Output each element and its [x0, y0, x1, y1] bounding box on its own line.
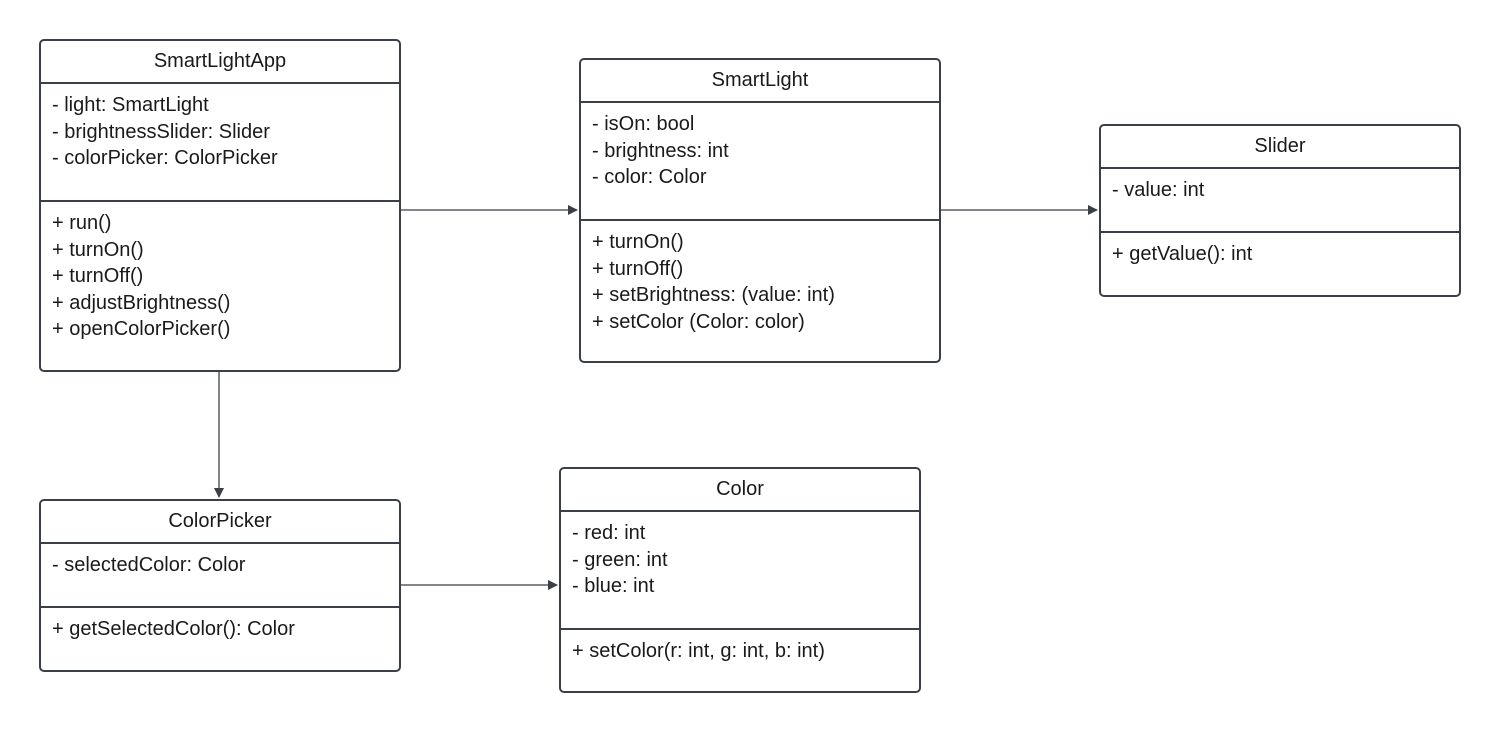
operations-section: + getSelectedColor(): Color: [41, 608, 399, 670]
class-name: SmartLight: [581, 60, 939, 103]
operations-section: + turnOn() + turnOff() + setBrightness: …: [581, 221, 939, 361]
class-name: SmartLightApp: [41, 41, 399, 84]
operation: + openColorPicker(): [52, 318, 231, 340]
attributes-section: - red: int - green: int - blue: int: [561, 512, 919, 630]
attribute: - colorPicker: ColorPicker: [52, 147, 278, 169]
operation: + setColor (Color: color): [592, 310, 805, 333]
operations-section: + run() + turnOn() + turnOff() + adjustB…: [41, 202, 399, 370]
operation: + turnOn(): [592, 231, 684, 253]
attribute: - color: Color: [592, 166, 707, 188]
operation: + getSelectedColor(): Color: [52, 618, 295, 640]
operation: + turnOff(): [52, 265, 144, 287]
attribute: - isOn: bool: [592, 113, 695, 135]
class-name: Slider: [1101, 126, 1459, 169]
attributes-section: - light: SmartLight - brightnessSlider: …: [41, 84, 399, 202]
attribute: - red: int: [572, 522, 646, 544]
class-box-colorpicker[interactable]: ColorPicker - selectedColor: Color + get…: [39, 499, 401, 672]
operation: + turnOn(): [52, 238, 144, 261]
attributes-section: - selectedColor: Color: [41, 544, 399, 608]
class-name: ColorPicker: [41, 501, 399, 544]
operations-section: + setColor(r: int, g: int, b: int): [561, 630, 919, 691]
class-box-smartlight[interactable]: SmartLight - isOn: bool - brightness: in…: [579, 58, 941, 363]
attribute: - light: SmartLight: [52, 94, 209, 116]
attribute: - selectedColor: Color: [52, 554, 246, 576]
attribute: - green: int: [572, 548, 668, 571]
operation: + setBrightness: (value: int): [592, 284, 835, 306]
class-box-color[interactable]: Color - red: int - green: int - blue: in…: [559, 467, 921, 693]
class-box-smartlightapp[interactable]: SmartLightApp - light: SmartLight - brig…: [39, 39, 401, 372]
class-name: Color: [561, 469, 919, 512]
attribute: - brightness: int: [592, 139, 729, 162]
attribute: - blue: int: [572, 575, 655, 597]
operation: + adjustBrightness(): [52, 291, 231, 314]
class-box-slider[interactable]: Slider - value: int + getValue(): int: [1099, 124, 1461, 297]
operation: + turnOff(): [592, 257, 684, 280]
operation: + setColor(r: int, g: int, b: int): [572, 640, 825, 662]
attributes-section: - isOn: bool - brightness: int - color: …: [581, 103, 939, 221]
operation: + run(): [52, 212, 112, 234]
attributes-section: - value: int: [1101, 169, 1459, 233]
attribute: - value: int: [1112, 179, 1205, 201]
attribute: - brightnessSlider: Slider: [52, 120, 270, 143]
operation: + getValue(): int: [1112, 243, 1253, 265]
operations-section: + getValue(): int: [1101, 233, 1459, 295]
